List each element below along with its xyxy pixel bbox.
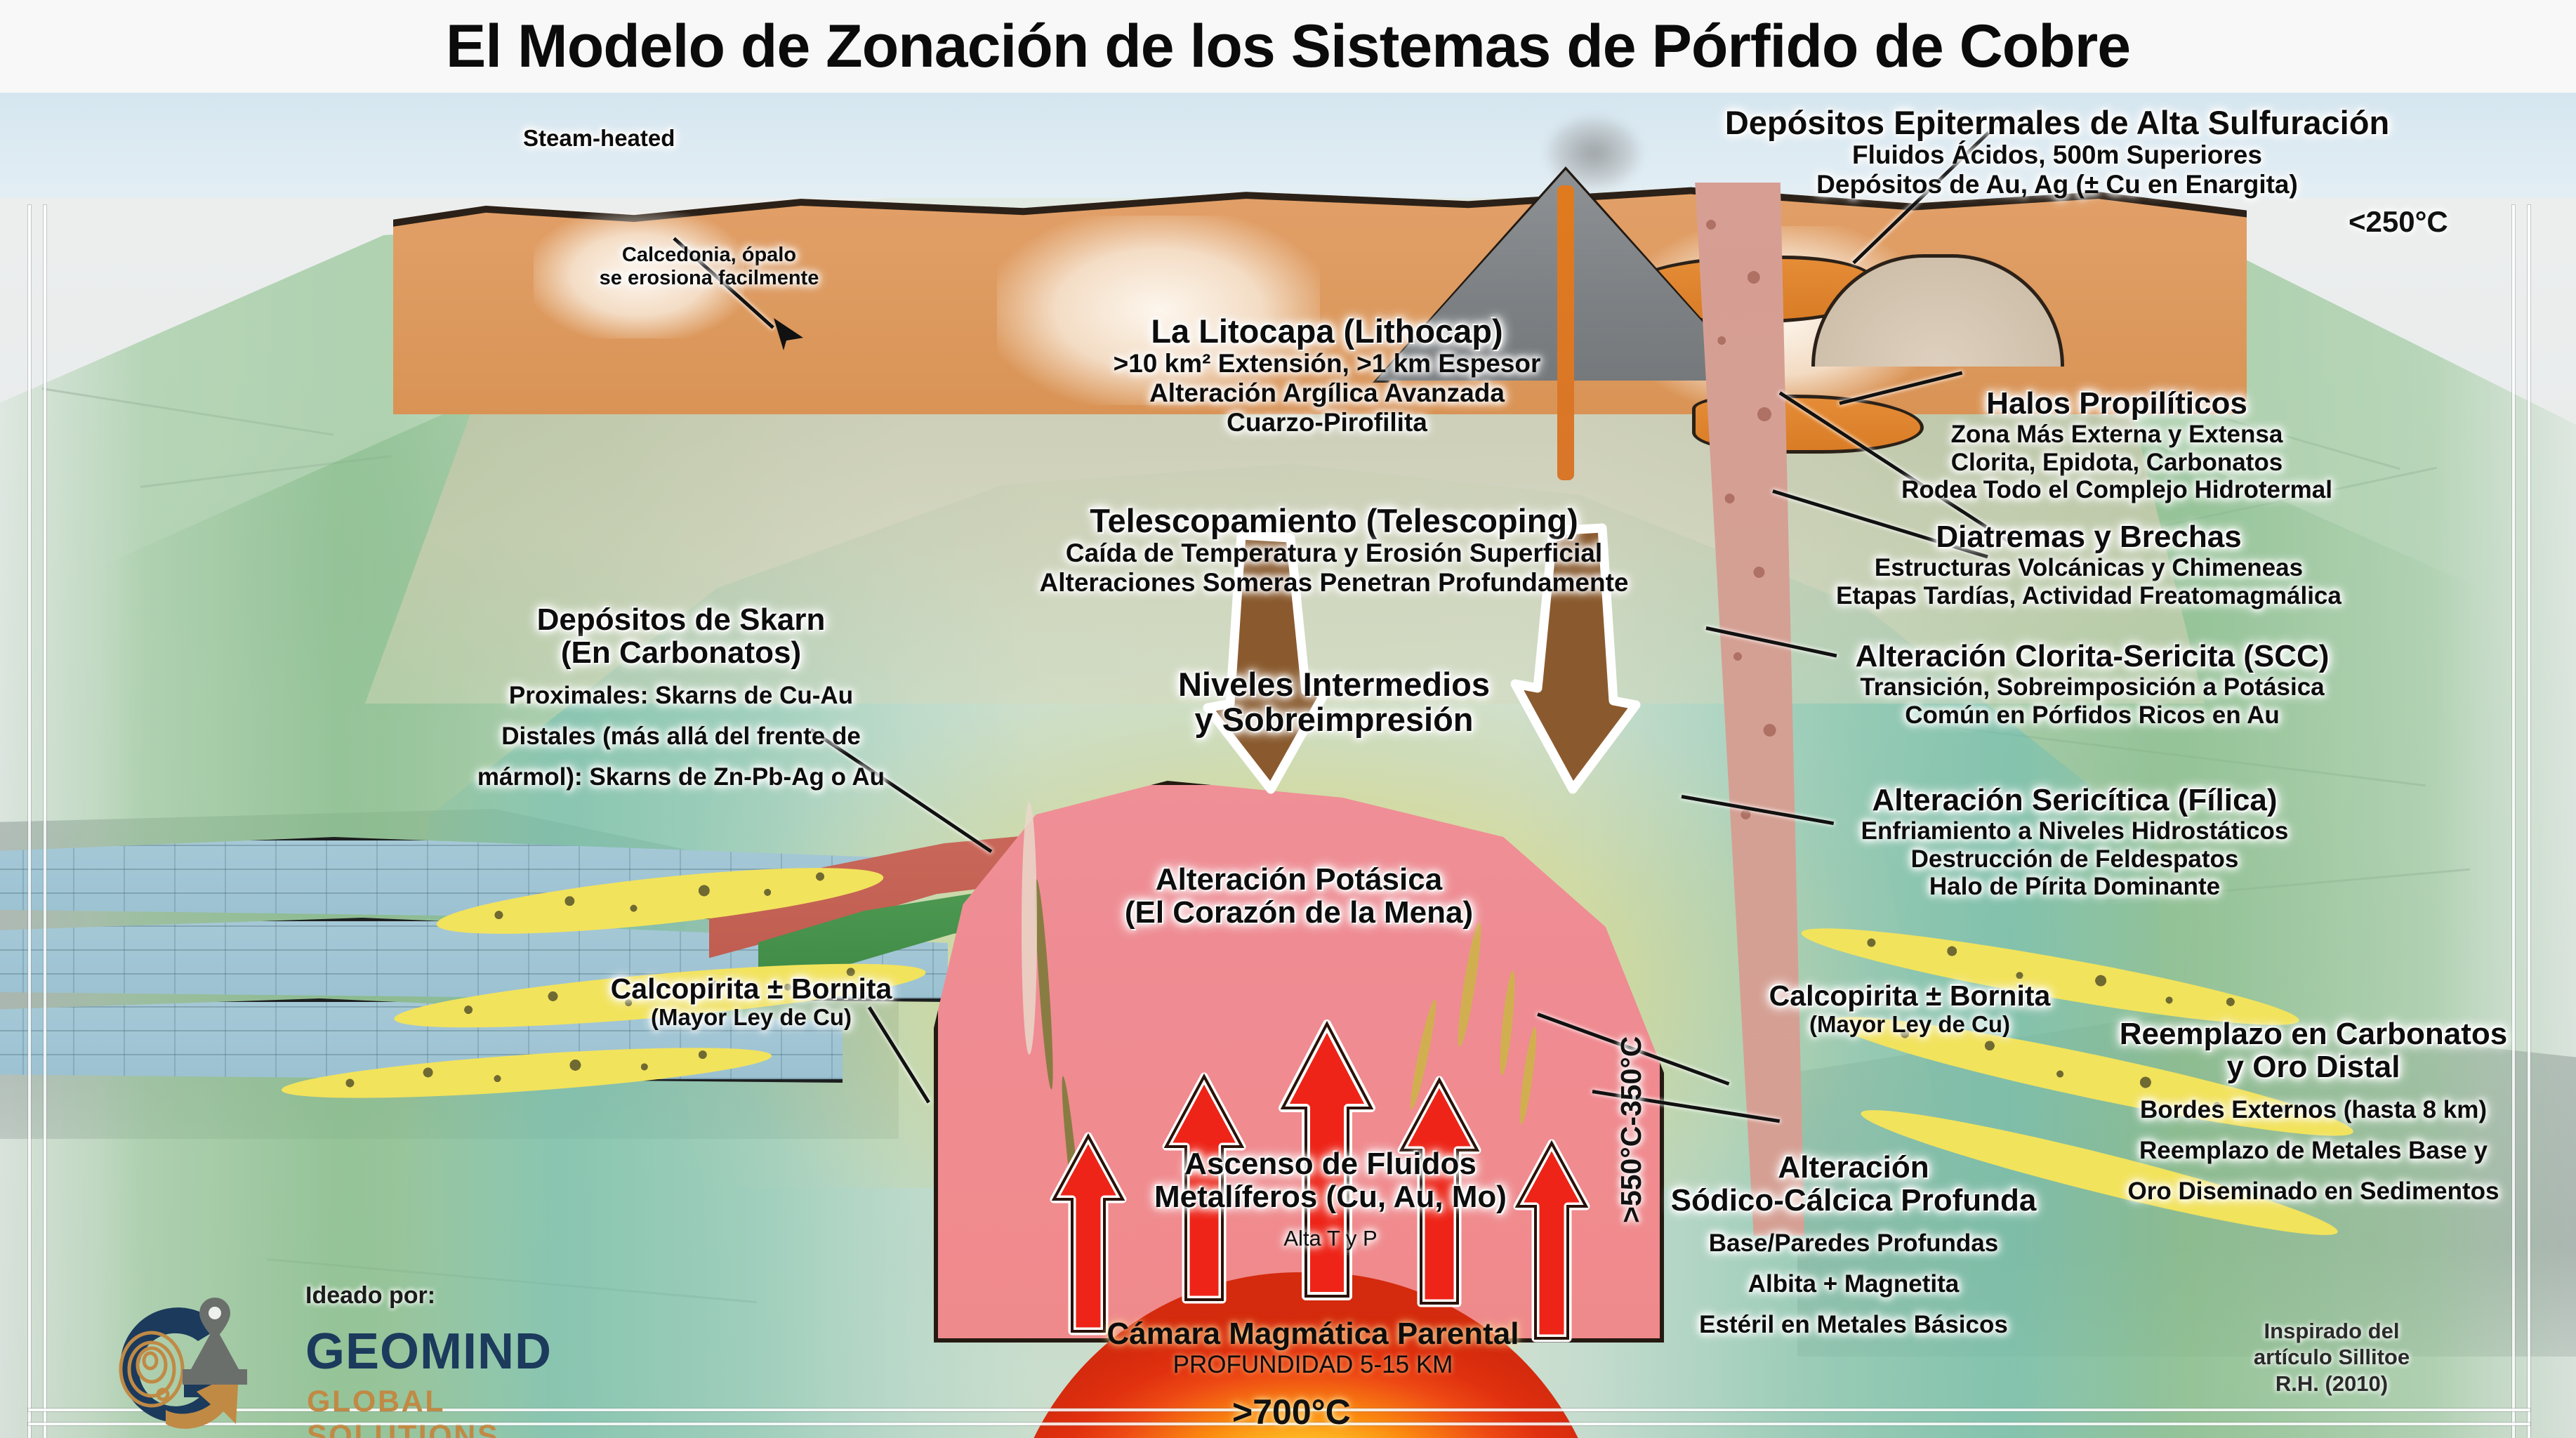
label-steam-heated-heading: Steam-heated xyxy=(523,125,675,151)
label-fluid-ascent-heading: Ascenso de Fluidos Metalíferos (Cu, Au, … xyxy=(1154,1147,1507,1214)
label-sericitic-heading: Alteración Sericítica (Fílica) xyxy=(1872,783,2278,817)
label-sodic-calcic: Alteración Sódico-Cálcica Profunda Base/… xyxy=(1615,1139,2092,1352)
temp-shallow-badge: <250°C xyxy=(2349,205,2448,238)
steam-heated-arrowhead xyxy=(771,314,810,357)
label-chalcopyrite-left-line-0: (Mayor Ley de Cu) xyxy=(650,1004,852,1031)
fluid-ascent-arrow xyxy=(1162,1072,1246,1304)
label-propylitic-line-1: Clorita, Epidota, Carbonatos xyxy=(1950,448,2283,476)
label-magma-chamber-heading: Cámara Magmática Parental xyxy=(1107,1317,1519,1351)
page-title: El Modelo de Zonación de los Sistemas de… xyxy=(445,12,2131,80)
label-sodic-calcic-line-0: Base/Paredes Profundas xyxy=(1708,1229,1999,1258)
diagram-canvas: Steam-heated Calcedonia, ópalo se erosio… xyxy=(0,93,2576,1438)
label-fluid-ascent: Ascenso de Fluidos Metalíferos (Cu, Au, … xyxy=(1088,1135,1573,1264)
frame-line-right xyxy=(2528,205,2530,1438)
label-sodic-calcic-line-2: Estéril en Metales Básicos xyxy=(1699,1311,2008,1339)
label-steam-heated-line-0: Calcedonia, ópalo xyxy=(621,244,797,266)
label-scc: Alteración Clorita-Sericita (SCC) Transi… xyxy=(1727,640,2457,729)
label-carbonate-replacement-line-1: Reemplazo de Metales Base y xyxy=(2139,1137,2488,1165)
label-chalcopyrite-right-line-0: (Mayor Ley de Cu) xyxy=(1809,1011,2011,1038)
label-sericitic-line-0: Enfriamiento a Niveles Hidrostáticos xyxy=(1861,817,2289,845)
volcanic-plume xyxy=(1524,93,1664,198)
label-lithocap: La Litocapa (Lithocap) >10 km² Extensión… xyxy=(976,314,1678,437)
label-steam-heated-line-1: se erosiona facilmente xyxy=(599,267,819,290)
label-skarn-line-1: Distales (más allá del frente de xyxy=(501,723,861,751)
frame-line-bottom xyxy=(28,1423,2530,1425)
label-lithocap-heading: La Litocapa (Lithocap) xyxy=(1151,312,1503,350)
label-propylitic-line-2: Rodea Todo el Complejo Hidrotermal xyxy=(1901,476,2332,504)
label-intermediate-levels-heading: Niveles Intermedios y Sobreimpresión xyxy=(1177,666,1491,738)
label-skarn: Depósitos de Skarn (En Carbonatos) Proxi… xyxy=(449,591,913,804)
label-chalcopyrite-left-heading: Calcopirita ± Bornita xyxy=(610,972,892,1005)
label-diatremes-line-0: Estructuras Volcánicas y Chimeneas xyxy=(1874,553,2304,581)
label-chalcopyrite-left: Calcopirita ± Bornita (Mayor Ley de Cu) xyxy=(555,972,948,1031)
label-diatremes: Diatremas y Brechas Estructuras Volcánic… xyxy=(1713,520,2464,609)
temp-magma-badge: >700°C xyxy=(1232,1392,1351,1432)
label-carbonate-replacement-heading: Reemplazo en Carbonatos y Oro Distal xyxy=(2119,1017,2508,1084)
volcanic-vent-conduit xyxy=(1557,185,1574,480)
label-intermediate-levels: Niveles Intermedios y Sobreimpresión xyxy=(1116,654,1552,750)
label-lithocap-line-0: >10 km² Extensión, >1 km Espesor xyxy=(1113,348,1541,378)
telescoping-arrow-right xyxy=(1510,521,1643,798)
label-magma-chamber-line-0: PROFUNDIDAD 5-15 KM xyxy=(1173,1350,1453,1378)
label-fluid-ascent-line-0: Alta T y P xyxy=(1283,1226,1378,1251)
label-sodic-calcic-line-1: Albita + Magnetita xyxy=(1748,1270,1960,1298)
label-sericitic-line-1: Destrucción de Feldespatos xyxy=(1910,845,2239,873)
label-telescoping: Telescopamiento (Telescoping) Caída de T… xyxy=(951,503,1717,598)
label-propylitic-line-0: Zona Más Externa y Extensa xyxy=(1950,420,2283,448)
label-telescoping-line-1: Alteraciones Someras Penetran Profundame… xyxy=(1039,567,1629,597)
label-propylitic-heading: Halos Propilíticos xyxy=(1986,386,2247,421)
fluid-ascent-arrow xyxy=(1050,1132,1127,1335)
label-scc-line-1: Común en Pórfidos Ricos en Au xyxy=(1905,701,2280,729)
label-scc-heading: Alteración Clorita-Sericita (SCC) xyxy=(1855,639,2330,673)
frame-line-right-inner xyxy=(2512,205,2515,1438)
label-telescoping-line-0: Caída de Temperatura y Erosión Superfici… xyxy=(1065,538,1603,567)
label-carbonate-replacement: Reemplazo en Carbonatos y Oro Distal Bor… xyxy=(2082,1005,2545,1218)
label-carbonate-replacement-line-2: Oro Diseminado en Sedimentos xyxy=(2127,1178,2499,1206)
label-magma-chamber: Cámara Magmática Parental PROFUNDIDAD 5-… xyxy=(1036,1317,1590,1379)
label-carbonate-replacement-line-0: Bordes Externos (hasta 8 km) xyxy=(2139,1096,2488,1124)
label-lithocap-line-1: Alteración Argílica Avanzada xyxy=(1149,378,1505,407)
credit-prefix: Ideado por: xyxy=(305,1282,436,1309)
brand-tagline: GLOBAL SOLUTIONS xyxy=(307,1385,500,1438)
label-skarn-line-0: Proximales: Skarns de Cu-Au xyxy=(508,682,854,710)
frame-line-left-inner xyxy=(44,205,46,1438)
label-potassic: Alteración Potásica (El Corazón de la Me… xyxy=(1032,851,1566,942)
label-chalcopyrite-right-heading: Calcopirita ± Bornita xyxy=(1769,979,2051,1012)
label-sericitic-line-2: Halo de Pírita Dominante xyxy=(1929,873,2221,901)
label-diatremes-heading: Diatremas y Brechas xyxy=(1936,520,2242,554)
label-epithermal-heading: Depósitos Epitermales de Alta Sulfuració… xyxy=(1724,104,2390,141)
label-epithermal-line-0: Fluidos Ácidos, 500m Superiores xyxy=(1852,140,2262,169)
frame-line-bottom-inner xyxy=(28,1409,2530,1411)
label-diatremes-line-1: Etapas Tardías, Actividad Freatomagmálic… xyxy=(1836,581,2341,609)
quartz-vein-light xyxy=(1022,802,1037,1055)
label-lithocap-line-2: Cuarzo-Pirofilita xyxy=(1227,408,1427,437)
label-skarn-heading: Depósitos de Skarn (En Carbonatos) xyxy=(536,602,826,670)
label-sodic-calcic-heading: Alteración Sódico-Cálcica Profunda xyxy=(1670,1150,2037,1218)
fluid-ascent-arrow xyxy=(1397,1076,1481,1307)
label-potassic-heading: Alteración Potásica (El Corazón de la Me… xyxy=(1124,862,1474,930)
label-sericitic: Alteración Sericítica (Fílica) Enfriamie… xyxy=(1724,784,2426,901)
silica-alteration-patch xyxy=(997,216,1320,405)
label-epithermal: Depósitos Epitermales de Alta Sulfuració… xyxy=(1692,105,2422,199)
frame-line-left xyxy=(28,205,31,1438)
label-scc-line-0: Transición, Sobreimposición a Potásica xyxy=(1860,673,2325,701)
telescoping-arrow-left xyxy=(1201,528,1334,798)
silica-alteration-patch xyxy=(534,212,744,338)
brand-name: GEOMIND xyxy=(305,1324,553,1380)
source-attribution: Inspirado del artículo Sillitoe R.H. (20… xyxy=(2253,1318,2410,1397)
label-propylitic: Halos Propilíticos Zona Más Externa y Ex… xyxy=(1724,386,2510,504)
temp-mid-vertical-badge: >550°C-350°C xyxy=(1615,1036,1647,1223)
label-steam-heated-sub: Calcedonia, ópalo se erosiona facilmente xyxy=(576,244,843,290)
label-telescoping-heading: Telescopamiento (Telescoping) xyxy=(1090,502,1578,539)
geomind-logo-icon xyxy=(98,1286,260,1438)
brand-logo-block: Ideado por: GEOMIND GLOBAL SOLUTIONS xyxy=(98,1279,646,1438)
fluid-ascent-arrow xyxy=(1278,1020,1376,1300)
title-bar: El Modelo de Zonación de los Sistemas de… xyxy=(0,0,2576,93)
label-chalcopyrite-right: Calcopirita ± Bornita (Mayor Ley de Cu) xyxy=(1727,979,2092,1038)
fluid-ascent-arrow xyxy=(1513,1139,1590,1343)
label-epithermal-line-1: Depósitos de Au, Ag (± Cu en Enargita) xyxy=(1816,169,2298,199)
label-steam-heated: Steam-heated xyxy=(523,126,675,151)
label-skarn-line-2: mármol): Skarns de Zn-Pb-Ag o Au xyxy=(477,763,885,791)
